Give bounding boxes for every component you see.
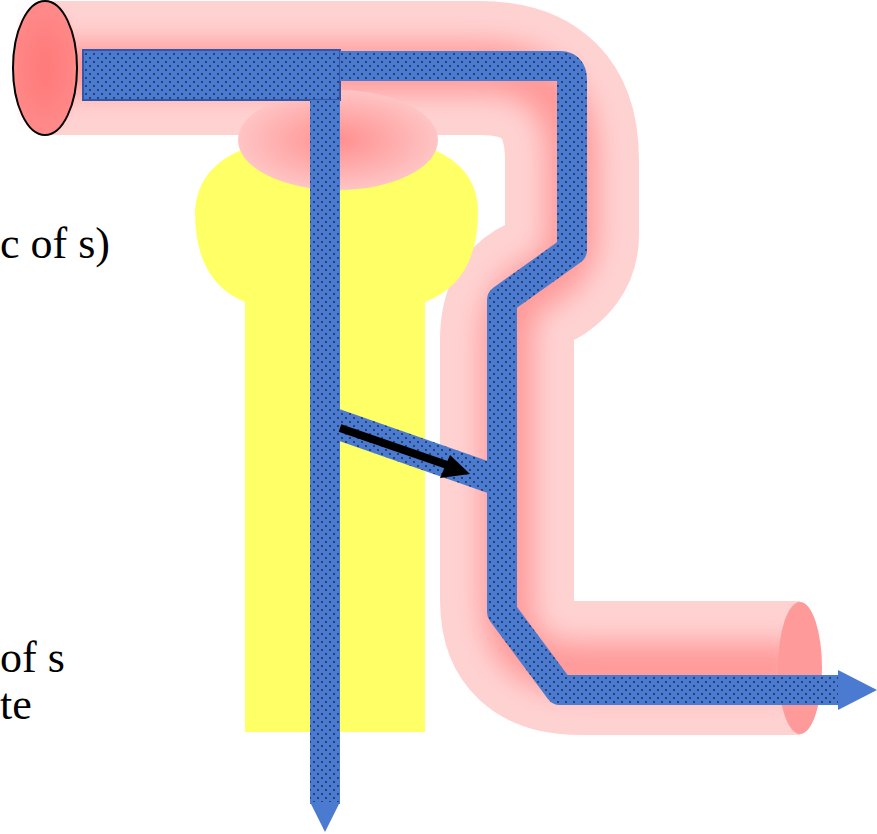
black-arrow [340,428,470,478]
blue-bar [83,50,340,100]
arrow-head [838,670,877,710]
pink-tube [13,1,822,734]
text-label: te [0,683,32,727]
blue-flow [325,66,842,804]
text-label: of s [0,636,65,680]
arrow-head [310,802,340,832]
text-label: c of s) [0,222,110,266]
